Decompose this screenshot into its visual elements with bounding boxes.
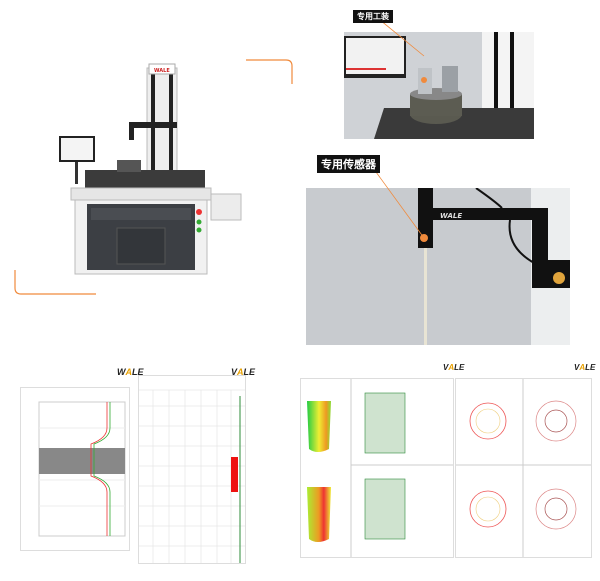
measuring-machine-image: WALE bbox=[59, 63, 242, 275]
fixture-photo bbox=[344, 32, 534, 139]
report-logo-3: VALE bbox=[443, 363, 465, 372]
sensor-label: 专用传感器 bbox=[317, 155, 380, 173]
report-logo-2: VALE bbox=[231, 367, 256, 377]
fixture-photo-section: 专用工装 bbox=[344, 8, 534, 139]
decorative-corner-brackets bbox=[14, 59, 293, 295]
sensor-callout-line bbox=[375, 171, 425, 239]
report-logo-4: VALE bbox=[574, 363, 596, 372]
profile-chart-graphic bbox=[38, 401, 126, 537]
cylindricity-graphic bbox=[307, 379, 453, 557]
machine-logo: WALE bbox=[154, 68, 170, 74]
sensor-photo: WALE bbox=[306, 188, 570, 345]
report-logo-1: WALE bbox=[117, 367, 144, 377]
roundness-graphic bbox=[456, 379, 591, 557]
sensor-arm-logo: WALE bbox=[440, 212, 462, 220]
sensor-photo-section: WALE 专用传感器 bbox=[306, 148, 570, 345]
fixture-label: 专用工装 bbox=[353, 10, 393, 23]
report-roundness bbox=[455, 378, 592, 558]
report-cylindricity bbox=[300, 378, 454, 558]
data-table-graphic bbox=[139, 389, 245, 563]
report-data-table bbox=[138, 375, 246, 564]
fixture-callout-line bbox=[379, 19, 425, 57]
report-profile-chart bbox=[20, 387, 130, 551]
